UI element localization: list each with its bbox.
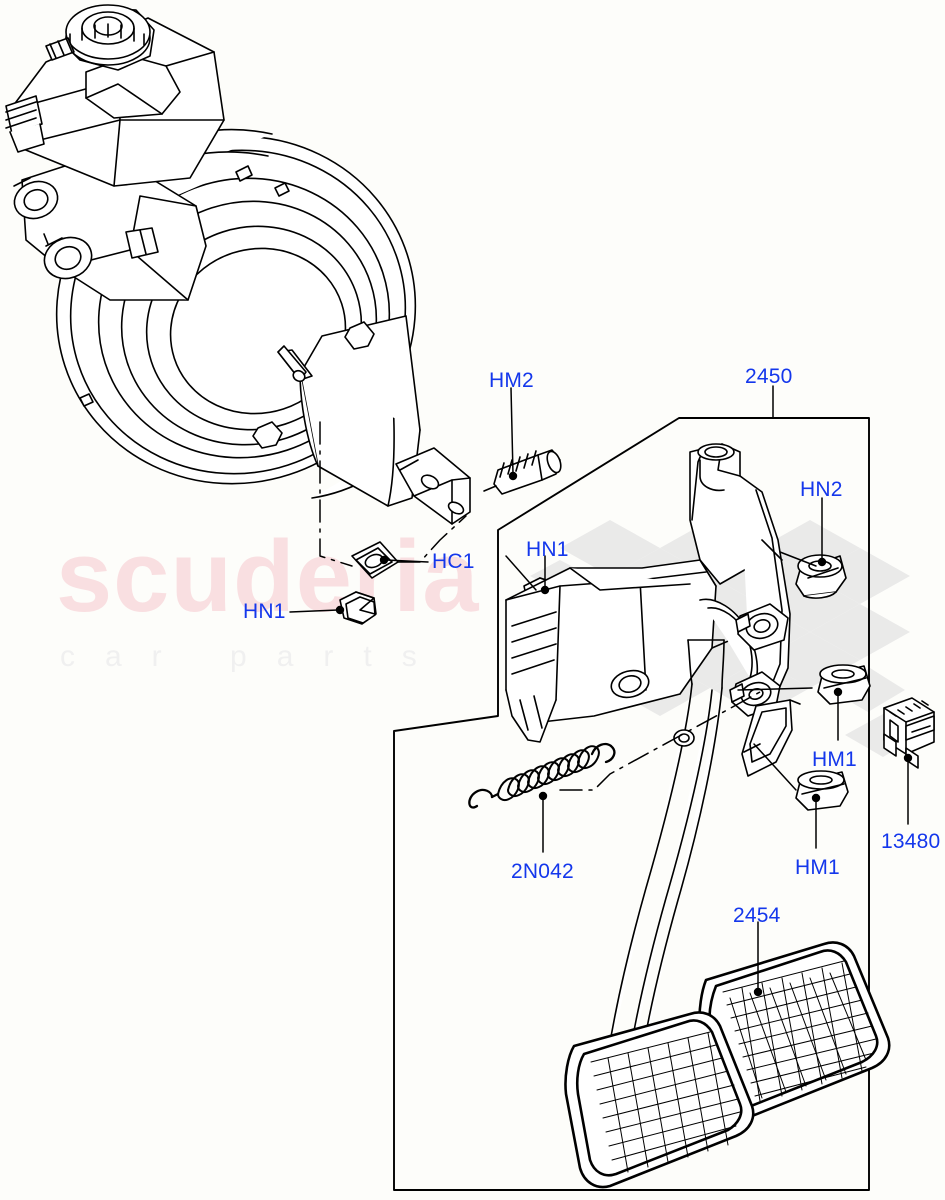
pedal-return-spring-2n042 bbox=[468, 742, 616, 809]
callout-hn1-left: HN1 bbox=[243, 600, 286, 623]
watermark-primary: scuderia bbox=[56, 521, 480, 633]
hex-nut-hn1-left bbox=[339, 591, 377, 625]
pedal-mounting-bracket bbox=[505, 443, 791, 743]
brake-fluid-reservoir bbox=[5, 4, 225, 187]
callout-hn1-right: HN1 bbox=[526, 538, 569, 561]
assembly-boundary-frame bbox=[393, 417, 870, 1191]
grommet-hm1-upper bbox=[817, 664, 871, 705]
grommet-hm1-lower bbox=[795, 770, 849, 811]
callout-hm1-lower: HM1 bbox=[795, 856, 840, 879]
assembly-centerline-booster bbox=[319, 421, 467, 567]
callout-hm2: HM2 bbox=[489, 369, 534, 392]
callout-hc1: HC1 bbox=[432, 550, 475, 573]
leader-lines bbox=[289, 385, 913, 997]
stop-lamp-switch-13480 bbox=[883, 697, 935, 769]
callout-2454: 2454 bbox=[733, 904, 781, 927]
brake-pedal-arm bbox=[603, 639, 725, 1095]
secondary-pad-texture bbox=[590, 1031, 741, 1173]
assembly-centerline bbox=[559, 691, 761, 791]
callout-2450: 2450 bbox=[745, 365, 793, 388]
callout-2n042: 2N042 bbox=[511, 860, 574, 883]
callout-hm1-upper: HM1 bbox=[812, 748, 857, 771]
flanged-bolt-hm2 bbox=[483, 449, 562, 495]
brake-pad-texture bbox=[722, 960, 877, 1102]
callout-hn2: HN2 bbox=[800, 478, 843, 501]
brake-master-cylinder bbox=[13, 151, 207, 301]
watermark-secondary: car parts bbox=[60, 640, 447, 673]
callout-13480: 13480 bbox=[881, 830, 941, 853]
